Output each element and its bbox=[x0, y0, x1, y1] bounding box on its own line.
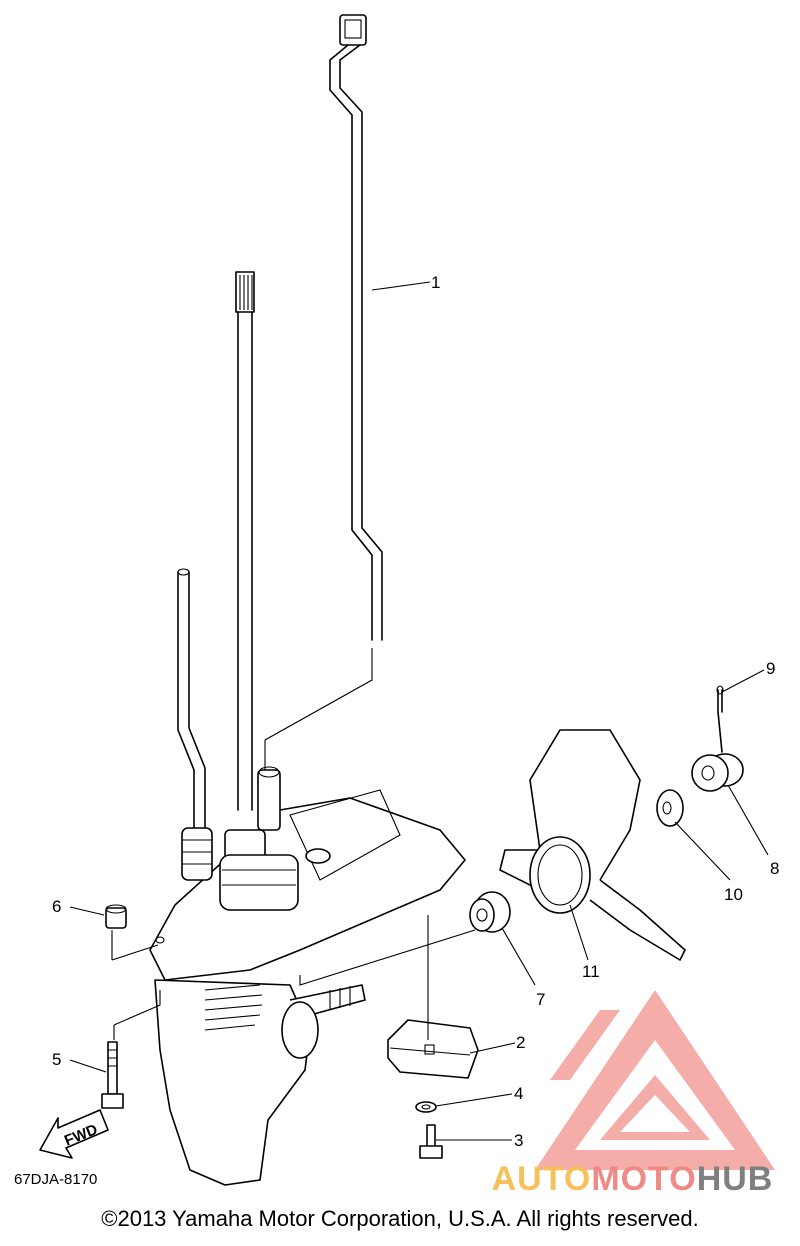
watermark-part1: AUTO bbox=[491, 1160, 592, 1198]
lower-unit-casing bbox=[149, 766, 466, 1186]
callout-1: 1 bbox=[431, 273, 440, 292]
callout-8: 8 bbox=[770, 859, 779, 878]
callout-6: 6 bbox=[52, 897, 61, 916]
callout-2: 2 bbox=[516, 1033, 525, 1052]
watermark-part2: MOTO bbox=[591, 1160, 697, 1198]
fwd-arrow-icon: FWD bbox=[39, 1109, 109, 1159]
part-11-propeller bbox=[499, 729, 686, 961]
part-5-bolt bbox=[101, 1041, 124, 1109]
callout-5: 5 bbox=[52, 1050, 61, 1069]
water-tube bbox=[177, 568, 206, 831]
diagram-code: 67DJA-8170 bbox=[14, 1171, 97, 1188]
callout-4: 4 bbox=[514, 1084, 523, 1103]
part-1-shift-rod bbox=[329, 14, 383, 641]
part-10-washer bbox=[656, 789, 684, 827]
leader-lines bbox=[69, 281, 769, 1141]
part-4-washer bbox=[415, 1101, 437, 1113]
callout-10: 10 bbox=[724, 885, 743, 904]
callout-7: 7 bbox=[536, 990, 545, 1009]
drive-shaft bbox=[235, 271, 255, 811]
copyright-notice: ©2013 Yamaha Motor Corporation, U.S.A. A… bbox=[101, 1206, 699, 1231]
part-7-thrust-washer bbox=[469, 891, 511, 933]
part-3-screw bbox=[419, 1124, 443, 1159]
callout-11: 11 bbox=[582, 962, 600, 981]
part-8-nut bbox=[691, 753, 744, 792]
part-9-cotter-pin bbox=[716, 685, 724, 753]
part-2-anode bbox=[387, 1019, 479, 1079]
assembly-lines bbox=[111, 648, 476, 1040]
callout-numbers: 1 2 3 4 5 6 7 8 9 10 11 bbox=[52, 273, 779, 1150]
part-6-sleeve bbox=[105, 904, 127, 929]
watermark-brand: AUTOMOTOHUB bbox=[470, 1160, 795, 1199]
callout-3: 3 bbox=[514, 1131, 523, 1150]
watermark-logo bbox=[535, 990, 775, 1170]
watermark-part3: HUB bbox=[696, 1160, 774, 1198]
callout-9: 9 bbox=[766, 659, 775, 678]
